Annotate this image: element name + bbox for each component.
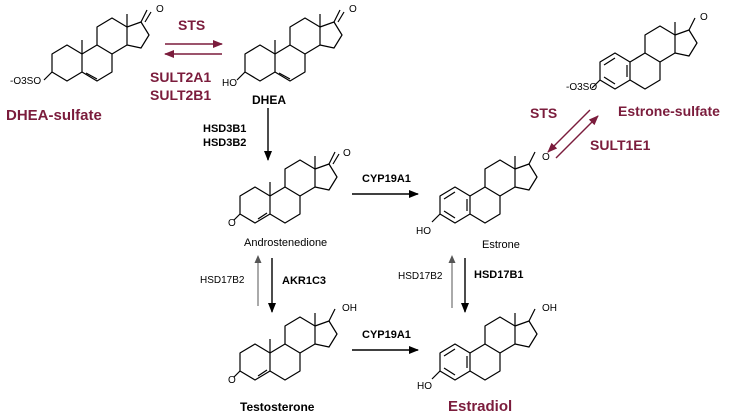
estrone-sulfate-structure [591, 17, 698, 90]
enzyme-sts-top: STS [178, 17, 206, 33]
atom-oh-estradiol: OH [542, 303, 557, 314]
androstenedione-structure [233, 151, 340, 224]
estrone-structure [431, 151, 538, 224]
enzyme-hsd3b2: HSD3B2 [203, 137, 247, 149]
atom-so3-estrone-sulfate: -O3SO [566, 82, 597, 93]
atom-o-estrone: O [542, 152, 550, 163]
estradiol-structure [431, 308, 538, 381]
label-dhea: DHEA [252, 93, 287, 107]
enzyme-hsd17b1: HSD17B1 [474, 269, 524, 281]
enzyme-cyp19a1-top: CYP19A1 [362, 173, 411, 185]
enzyme-hsd17b2-left: HSD17B2 [200, 275, 245, 286]
label-estradiol: Estradiol [448, 398, 513, 415]
arrow-sult1e1 [555, 115, 599, 159]
atom-o-dhea: O [349, 4, 357, 15]
enzyme-cyp19a1-bottom: CYP19A1 [362, 329, 411, 341]
label-estrone: Estrone [482, 239, 520, 251]
arrow-sts-right [547, 109, 591, 153]
atom-ho-estradiol: HO [417, 381, 432, 392]
atom-o-androstenedione-17: O [343, 148, 351, 159]
atom-o-testosterone: O [228, 375, 236, 386]
testosterone-structure [233, 308, 338, 381]
enzyme-hsd17b2-right: HSD17B2 [398, 271, 443, 282]
label-dhea-sulfate: DHEA-sulfate [6, 107, 102, 124]
enzyme-sult1e1: SULT1E1 [590, 137, 651, 153]
atom-ho-estrone: HO [416, 226, 431, 237]
enzyme-sult2b1: SULT2B1 [150, 87, 212, 103]
dhea-structure [236, 9, 345, 82]
enzyme-sult2a1: SULT2A1 [150, 69, 212, 85]
atom-o-androstenedione-3: O [228, 218, 236, 229]
label-androstenedione: Androstenedione [244, 237, 328, 249]
dhea-sulfate-structure [43, 9, 152, 82]
enzyme-sts-right: STS [530, 105, 558, 121]
label-testosterone: Testosterone [240, 400, 315, 414]
enzyme-akr1c3: AKR1C3 [282, 275, 327, 287]
enzyme-hsd3b1: HSD3B1 [203, 123, 247, 135]
atom-oh-testosterone: OH [342, 303, 357, 314]
atom-o-estrone-sulfate: O [700, 12, 708, 23]
atom-ho-dhea: HO [222, 78, 237, 89]
label-estrone-sulfate: Estrone-sulfate [618, 103, 720, 119]
atom-so3-dhea-sulfate: -O3SO [10, 76, 41, 87]
atom-o-dhea-sulfate: O [156, 4, 164, 15]
